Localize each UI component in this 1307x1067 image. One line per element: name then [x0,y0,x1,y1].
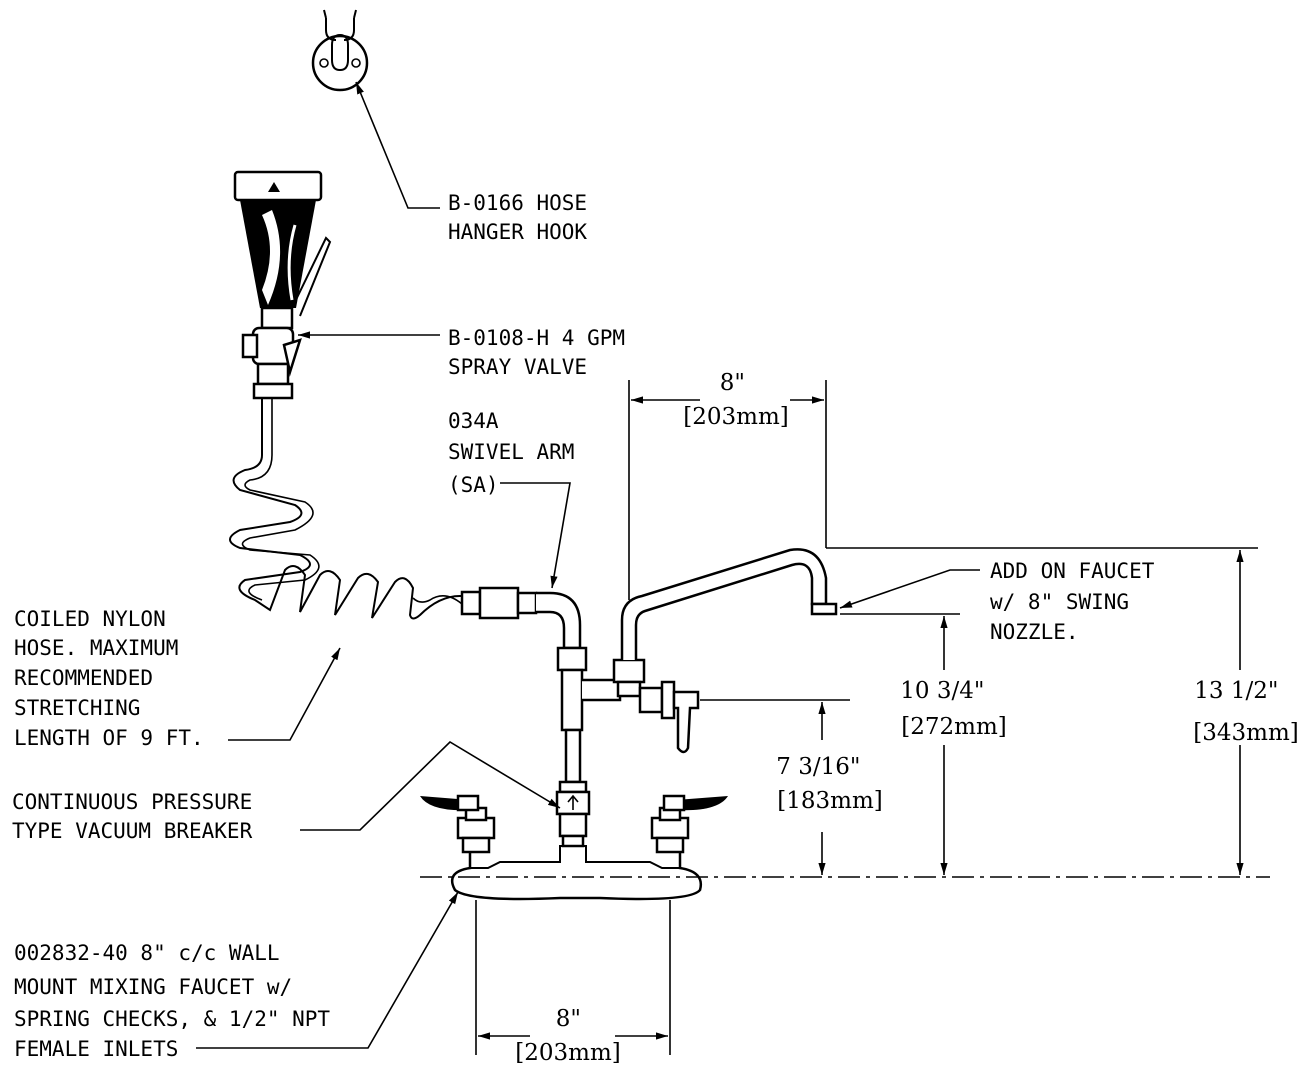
hose-hanger-hook [311,9,369,92]
mixing-faucet-label: 002832-40 8" c/c WALL MOUNT MIXING FAUCE… [14,941,343,1061]
leader-lines [196,81,980,1049]
dim-height-13-1-2 [826,547,1258,875]
swivel-arm [460,586,588,672]
dim-nozzle-reach [628,380,827,600]
dim-height-10-3-4 [840,613,960,875]
dim-centers [475,900,671,1055]
add-on-faucet-label: ADD ON FAUCET w/ 8" SWING NOZZLE. [990,559,1167,644]
centers-dim-text: 8" [203mm] [515,1006,620,1066]
wall-mount-mixing-faucet [420,794,728,901]
dim-height-7-3-16 [700,699,850,875]
add-on-faucet [612,548,838,754]
height-13-1-2-dim-text: 13 1/2" [343mm] [1193,678,1298,746]
height-7-3-16-dim-text: 7 3/16" [183mm] [776,754,882,814]
vacuum-breaker-assembly [555,668,622,848]
height-10-3-4-dim-text: 10 3/4" [272mm] [900,678,1006,740]
hose-hanger-hook-label: B-0166 HOSE HANGER HOOK [448,191,600,244]
spray-valve-label: B-0108-H 4 GPM SPRAY VALVE [448,326,638,379]
coiled-hose-label: COILED NYLON HOSE. MAXIMUM RECOMMENDED S… [14,607,204,750]
coiled-hose [229,398,463,620]
spray-valve [233,170,332,400]
nozzle-reach-dim-text: 8" [203mm] [683,370,788,430]
vacuum-breaker-label: CONTINUOUS PRESSURE TYPE VACUUM BREAKER [12,790,265,843]
swivel-arm-label: 034A SWIVEL ARM (SA) [448,409,587,497]
